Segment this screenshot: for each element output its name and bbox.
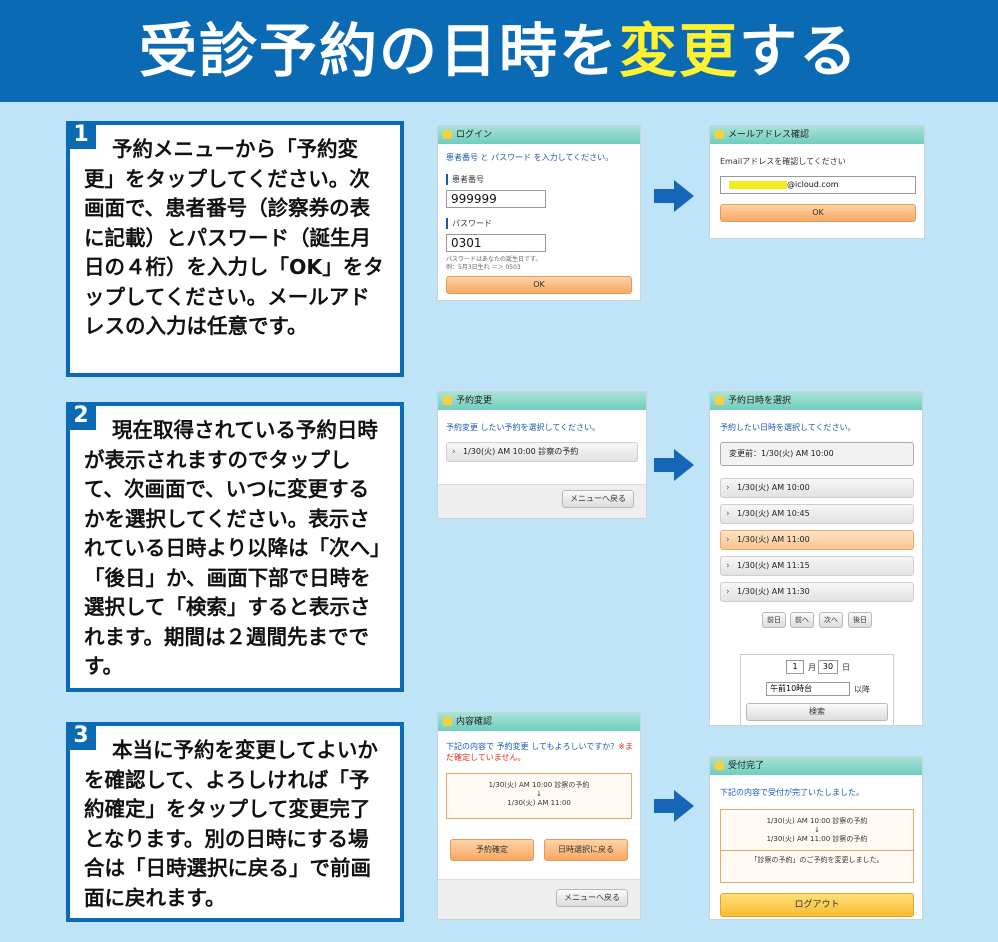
back-to-menu-button[interactable]: メニューへ戻る (562, 490, 634, 508)
step-2-box: 2 現在取得されている予約日時が表示されますのでタップして、次画面で、いつに変更… (66, 402, 404, 692)
reservation-change-screen: 予約変更 予約変更 したい予約を選択してください。 ›1/30(火) AM 10… (437, 391, 647, 519)
confirm-menu-button[interactable]: メニューへ戻る (556, 889, 628, 907)
confirm-prompt: 下記の内容で 予約変更 してもよろしいですか？※まだ確定していません。 (446, 742, 633, 762)
next-button[interactable]: 次へ (819, 612, 843, 628)
day-unit: 日 (842, 663, 850, 672)
arrow-right-icon (654, 449, 694, 481)
patient-id-label: 患者番号 (446, 174, 484, 185)
down-arrow-icon: ↓ (536, 790, 542, 798)
confirm-titlebar: 内容確認 (438, 713, 640, 731)
login-prompt: 患者番号 と パスワード を入力してください。 (446, 153, 614, 162)
time-select[interactable]: 午前10時台 (766, 682, 850, 696)
complete-screen: 受付完了 下記の内容で受付が完了いたしました。 1/30(火) AM 10:00… (709, 756, 923, 920)
month-unit: 月 (808, 663, 816, 672)
step-1-box: 1 予約メニューから「予約変更」をタップしてください。次画面で、患者番号（診察券… (66, 121, 404, 377)
done-titlebar: 受付完了 (710, 757, 922, 775)
step-3-text: 本当に予約を変更してよいかを確認して、よろしければ「予約確定」をタップして変更完… (84, 738, 378, 910)
email-prompt: Emailアドレスを確認してください (720, 157, 846, 166)
confirm-reservation-button[interactable]: 予約確定 (450, 839, 534, 861)
chevron-right-icon: › (726, 509, 730, 519)
login-ok-button[interactable]: OK (446, 276, 632, 294)
arrow-right-icon (654, 790, 694, 822)
step-1-number: 1 (66, 121, 96, 149)
select-titlebar: 予約日時を選択 (710, 392, 922, 410)
change-titlebar: 予約変更 (438, 392, 646, 410)
password-hint-2: 例：5月3日生れ ＝＞ 0503 (446, 264, 521, 271)
chevron-right-icon: › (726, 483, 730, 493)
prev-button[interactable]: 前へ (790, 612, 814, 628)
prev-day-button[interactable]: 前日 (762, 612, 786, 628)
arrow-right-icon (654, 180, 694, 212)
slot-3[interactable]: ›1/30(火) AM 11:00 (720, 530, 914, 550)
confirm-detail-box: 1/30(火) AM 10:00 診察の予約 ↓ 1/30(火) AM 11:0… (446, 773, 632, 819)
slot-4[interactable]: ›1/30(火) AM 11:15 (720, 556, 914, 576)
step-3-number: 3 (66, 722, 96, 750)
reservation-item[interactable]: ›1/30(火) AM 10:00 診察の予約 (446, 442, 638, 462)
step-1-text: 予約メニューから「予約変更」をタップしてください。次画面で、患者番号（診察券の表… (84, 137, 384, 338)
month-select[interactable]: 1 (786, 660, 804, 674)
chevron-right-icon: › (726, 561, 730, 571)
done-prompt: 下記の内容で受付が完了いたしました。 (720, 788, 864, 797)
chevron-right-icon: › (452, 447, 456, 457)
down-arrow-icon: ↓ (814, 826, 820, 834)
search-button[interactable]: 検索 (746, 703, 888, 721)
step-3-box: 3 本当に予約を変更してよいかを確認して、よろしければ「予約確定」をタップして変… (66, 722, 404, 922)
email-domain: @icloud.com (787, 180, 839, 189)
email-titlebar: メールアドレス確認 (710, 126, 924, 144)
logout-button[interactable]: ログアウト (720, 893, 914, 917)
redacted-email (729, 180, 787, 189)
chevron-right-icon: › (726, 535, 730, 545)
email-ok-button[interactable]: OK (720, 204, 916, 222)
login-titlebar: ログイン (438, 126, 640, 144)
slot-5[interactable]: ›1/30(火) AM 11:30 (720, 582, 914, 602)
done-line-1: 1/30(火) AM 10:00 診察の予約 (766, 817, 868, 825)
date-select-screen: 予約日時を選択 予約したい日時を選択してください。 変更前：1/30(火) AM… (709, 391, 923, 726)
before-change-label: 変更前：1/30(火) AM 10:00 (720, 442, 914, 466)
slot-2[interactable]: ›1/30(火) AM 10:45 (720, 504, 914, 524)
done-detail-box: 1/30(火) AM 10:00 診察の予約 ↓ 1/30(火) AM 11:0… (720, 809, 914, 883)
page-title: 受診予約の日時を変更する (138, 17, 860, 85)
patient-id-input[interactable]: 999999 (446, 190, 546, 208)
header-banner: 受診予約の日時を変更する (0, 0, 998, 102)
login-screen: ログイン 患者番号 と パスワード を入力してください。 患者番号 999999… (437, 125, 641, 301)
slot-1[interactable]: ›1/30(火) AM 10:00 (720, 478, 914, 498)
confirm-line-2: 1/30(火) AM 11:00 (507, 799, 571, 807)
password-hint-1: パスワードはあなたの誕生日です。 (446, 256, 542, 263)
step-2-number: 2 (66, 402, 96, 430)
change-prompt: 予約変更 したい予約を選択してください。 (446, 423, 601, 432)
select-prompt: 予約したい日時を選択してください。 (720, 423, 856, 432)
back-to-date-select-button[interactable]: 日時選択に戻る (544, 839, 628, 861)
password-input[interactable]: 0301 (446, 234, 546, 252)
done-line-2: 1/30(火) AM 11:00 診察の予約 (766, 835, 868, 843)
confirm-screen: 内容確認 下記の内容で 予約変更 してもよろしいですか？※まだ確定していません。… (437, 712, 641, 920)
chevron-right-icon: › (726, 587, 730, 597)
step-2-text: 現在取得されている予約日時が表示されますのでタップして、次画面で、いつに変更する… (84, 418, 381, 678)
password-label: パスワード (446, 218, 492, 229)
email-input[interactable]: @icloud.com (720, 176, 916, 194)
email-screen: メールアドレス確認 Emailアドレスを確認してください @icloud.com… (709, 125, 925, 239)
done-note: 「診察の予約」のご予約を変更しました。 (750, 856, 884, 864)
confirm-line-1: 1/30(火) AM 10:00 診察の予約 (488, 781, 590, 789)
after-label: 以降 (854, 685, 870, 694)
day-select[interactable]: 30 (818, 660, 838, 674)
next-day-button[interactable]: 後日 (848, 612, 872, 628)
